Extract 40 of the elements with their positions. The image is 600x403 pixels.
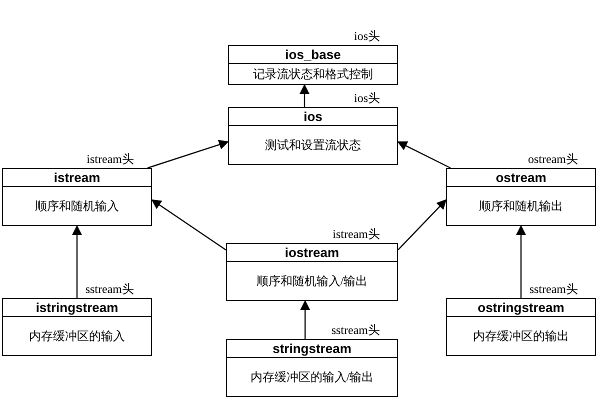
header-file-label: sstream头 bbox=[85, 283, 134, 295]
class-name: ios bbox=[304, 110, 322, 123]
inheritance-arrow bbox=[397, 141, 451, 169]
header-file-label: sstream头 bbox=[529, 283, 578, 295]
class-description: 顺序和随机输出 bbox=[479, 198, 563, 214]
header-file-label: ios头 bbox=[354, 30, 380, 42]
class-box bbox=[446, 168, 596, 226]
class-box bbox=[228, 45, 398, 85]
class-box bbox=[2, 168, 152, 226]
class-description: 记录流状态和格式控制 bbox=[253, 66, 373, 82]
inheritance-arrow bbox=[516, 225, 526, 298]
class-name: ios_base bbox=[285, 48, 341, 61]
class-name: istringstream bbox=[36, 301, 118, 314]
inheritance-arrow bbox=[147, 140, 229, 169]
class-box bbox=[2, 298, 152, 356]
class-box bbox=[226, 243, 398, 301]
class-description: 内存缓冲区的输入 bbox=[29, 328, 125, 344]
header-file-label: istream头 bbox=[332, 228, 380, 240]
class-name: stringstream bbox=[272, 342, 352, 355]
class-name: ostream bbox=[496, 171, 546, 184]
inheritance-arrow bbox=[151, 199, 226, 250]
class-description: 顺序和随机输入 bbox=[35, 198, 119, 214]
class-box bbox=[446, 298, 596, 356]
inheritance-arrow bbox=[72, 225, 82, 298]
header-file-label: ostream头 bbox=[528, 153, 578, 165]
header-file-label: istream头 bbox=[86, 153, 134, 165]
class-box bbox=[228, 107, 398, 165]
class-description: 内存缓冲区的输出 bbox=[473, 328, 569, 344]
class-description: 内存缓冲区的输入/输出 bbox=[250, 370, 374, 384]
inheritance-arrow bbox=[398, 199, 447, 250]
header-file-label: ios头 bbox=[354, 92, 380, 104]
class-description: 测试和设置流状态 bbox=[265, 138, 361, 152]
class-name: istream bbox=[54, 171, 100, 184]
class-name: iostream bbox=[284, 246, 340, 259]
header-file-label: sstream头 bbox=[331, 324, 380, 336]
inheritance-arrow bbox=[300, 84, 310, 107]
class-name: ostringstream bbox=[478, 301, 564, 314]
inheritance-arrow bbox=[300, 300, 310, 339]
class-description: 顺序和随机输入/输出 bbox=[256, 274, 368, 288]
class-box bbox=[226, 339, 398, 397]
